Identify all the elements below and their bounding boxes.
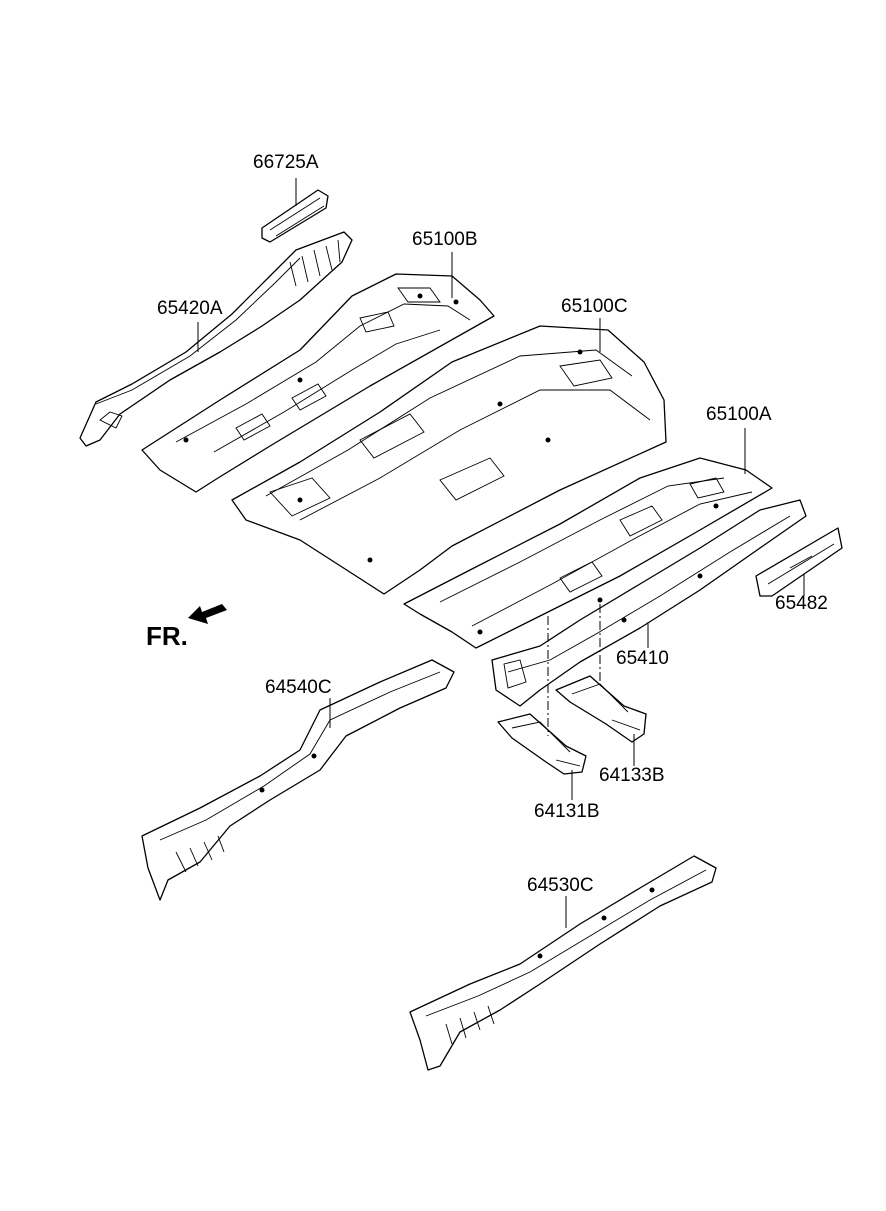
label-65410: 65410 bbox=[616, 648, 669, 669]
part-64131b-drawing bbox=[497, 713, 587, 775]
part-64540c-drawing bbox=[141, 659, 455, 901]
part-65482-drawing bbox=[755, 527, 843, 597]
front-indicator-label: FR. bbox=[146, 621, 188, 651]
part-65100c-drawing bbox=[231, 325, 667, 595]
part-64530c-drawing bbox=[409, 855, 717, 1071]
label-65100a: 65100A bbox=[706, 404, 772, 425]
part-65100a-drawing bbox=[403, 457, 773, 649]
label-64131b: 64131B bbox=[534, 801, 600, 822]
part-65420a-drawing bbox=[79, 231, 353, 447]
leader-lines bbox=[197, 178, 805, 928]
part-65410-drawing bbox=[491, 499, 807, 707]
front-arrow-icon bbox=[188, 604, 227, 624]
part-66725a-drawing bbox=[261, 189, 329, 243]
label-66725a: 66725A bbox=[253, 152, 319, 173]
label-65420a: 65420A bbox=[157, 298, 223, 319]
part-65100b-drawing bbox=[141, 273, 495, 493]
part-64133b-drawing bbox=[555, 675, 647, 743]
assembly-lines bbox=[547, 604, 601, 736]
label-64133b: 64133B bbox=[599, 765, 665, 786]
label-65100b: 65100B bbox=[412, 229, 478, 250]
label-65100c: 65100C bbox=[561, 296, 628, 317]
label-65482: 65482 bbox=[775, 593, 828, 614]
label-64530c: 64530C bbox=[527, 875, 594, 896]
label-64540c: 64540C bbox=[265, 677, 332, 698]
